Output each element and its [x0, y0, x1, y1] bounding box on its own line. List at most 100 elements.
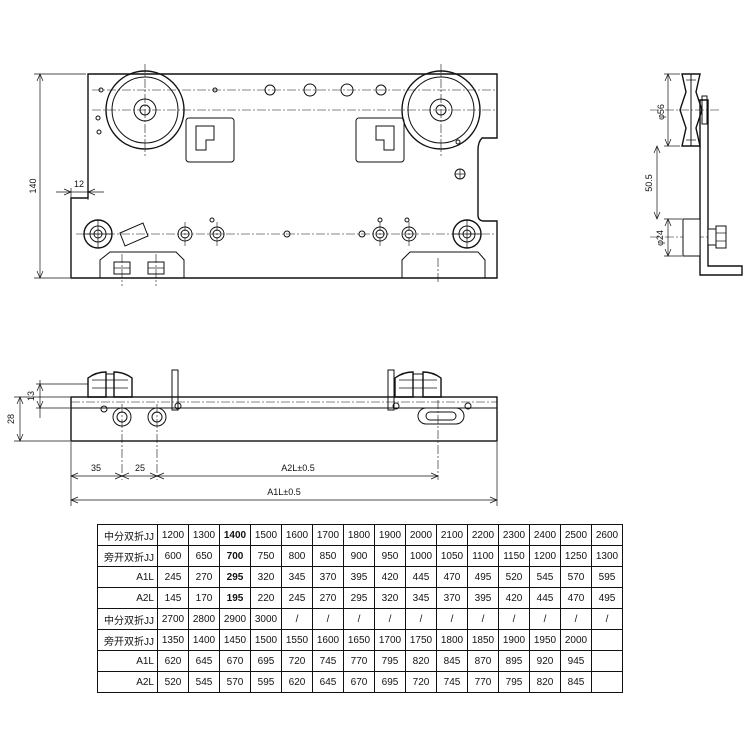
table-cell: 2900 — [219, 608, 251, 630]
table-cell: / — [405, 608, 437, 630]
dimension-roller-dia-label: φ24 — [655, 230, 665, 246]
table-cell: 2600 — [591, 524, 623, 546]
table-cell: 1000 — [405, 545, 437, 567]
table-cell: 195 — [219, 587, 251, 609]
hanger-plate-outline — [70, 73, 498, 279]
table-cell: 420 — [374, 566, 406, 588]
table-cell: 370 — [312, 566, 344, 588]
table-cell: 395 — [343, 566, 375, 588]
table-cell: 1400 — [188, 629, 220, 651]
dimension-total-thickness: 28 — [6, 396, 70, 442]
dimension-a2l-label: A2L±0.5 — [281, 463, 314, 473]
table-cell: / — [436, 608, 468, 630]
side-view: φ56 50.5 φ24 — [644, 73, 743, 276]
table-cell: 570 — [560, 566, 592, 588]
table-cell: 1150 — [498, 545, 530, 567]
dimension-spacing-label: 50.5 — [644, 174, 654, 192]
dimension-a2l: A2L±0.5 — [156, 463, 439, 480]
table-cell: 745 — [312, 650, 344, 672]
table-cell: / — [343, 608, 375, 630]
table-cell: 220 — [250, 587, 282, 609]
table-cell: 1900 — [498, 629, 530, 651]
table-cell: 270 — [312, 587, 344, 609]
table-cell: 2000 — [405, 524, 437, 546]
row-header: 中分双折JJ — [97, 524, 158, 546]
table-cell: 745 — [436, 671, 468, 693]
table-cell: 545 — [529, 566, 561, 588]
row-header: A1L — [97, 650, 158, 672]
table-cell: 700 — [219, 545, 251, 567]
table-cell: 1600 — [312, 629, 344, 651]
table-cell: 2200 — [467, 524, 499, 546]
table-cell: 295 — [343, 587, 375, 609]
table-cell: 2700 — [157, 608, 189, 630]
table-cell: 720 — [281, 650, 313, 672]
plan-plate — [70, 396, 498, 442]
bottom-slot-right — [401, 251, 486, 278]
table-cell: 2100 — [436, 524, 468, 546]
bottom-slot-left — [99, 251, 185, 278]
table-cell: / — [560, 608, 592, 630]
table-cell: 1550 — [281, 629, 313, 651]
dimension-hole-spacing: 25 — [121, 463, 158, 480]
row-header: 旁开双折JJ — [97, 545, 158, 567]
table-cell — [591, 629, 623, 651]
table-cell: 920 — [529, 650, 561, 672]
table-cell: 670 — [219, 650, 251, 672]
table-cell: 320 — [250, 566, 282, 588]
table-cell: 1050 — [436, 545, 468, 567]
table-cell: 895 — [498, 650, 530, 672]
table-cell: 750 — [250, 545, 282, 567]
table-cell: 1500 — [250, 629, 282, 651]
side-roller — [682, 218, 727, 257]
table-cell: / — [498, 608, 530, 630]
table-cell: 720 — [405, 671, 437, 693]
dimension-height: 140 — [28, 73, 86, 279]
table-cell: 670 — [343, 671, 375, 693]
table-cell: 820 — [405, 650, 437, 672]
table-cell: / — [312, 608, 344, 630]
table-cell: 620 — [281, 671, 313, 693]
table-cell: 545 — [188, 671, 220, 693]
table-cell: 600 — [157, 545, 189, 567]
table-cell: 345 — [281, 566, 313, 588]
dimension-a1l-label: A1L±0.5 — [267, 487, 300, 497]
row-header: A2L — [97, 587, 158, 609]
table-cell: 445 — [405, 566, 437, 588]
table-cell: 2400 — [529, 524, 561, 546]
table-cell: 2800 — [188, 608, 220, 630]
table-cell: 270 — [188, 566, 220, 588]
adjust-slot-left — [185, 117, 235, 163]
table-cell: 950 — [374, 545, 406, 567]
table-cell: 650 — [188, 545, 220, 567]
dimension-offset-label: 12 — [74, 179, 84, 189]
table-cell: 1300 — [188, 524, 220, 546]
table-cell: 1350 — [157, 629, 189, 651]
table-cell — [591, 671, 623, 693]
table-cell: 495 — [467, 566, 499, 588]
table-cell: 1750 — [405, 629, 437, 651]
table-cell: 395 — [467, 587, 499, 609]
table-cell: 470 — [560, 587, 592, 609]
table-cell — [591, 650, 623, 672]
table-cell: 370 — [436, 587, 468, 609]
front-wheel-right — [401, 64, 481, 156]
side-bracket — [699, 99, 743, 276]
table-cell: 770 — [343, 650, 375, 672]
table-cell: 595 — [591, 566, 623, 588]
dimension-offset: 12 — [56, 179, 104, 214]
table-cell: 1600 — [281, 524, 313, 546]
table-cell: 2000 — [560, 629, 592, 651]
table-cell: 1250 — [560, 545, 592, 567]
table-cell: 795 — [498, 671, 530, 693]
table-cell: 445 — [529, 587, 561, 609]
table-cell: 3000 — [250, 608, 282, 630]
plan-bracket-left — [171, 369, 179, 411]
table-cell: 1450 — [219, 629, 251, 651]
row-header: 中分双折JJ — [97, 608, 158, 630]
table-cell: 845 — [436, 650, 468, 672]
table-cell: 595 — [250, 671, 282, 693]
